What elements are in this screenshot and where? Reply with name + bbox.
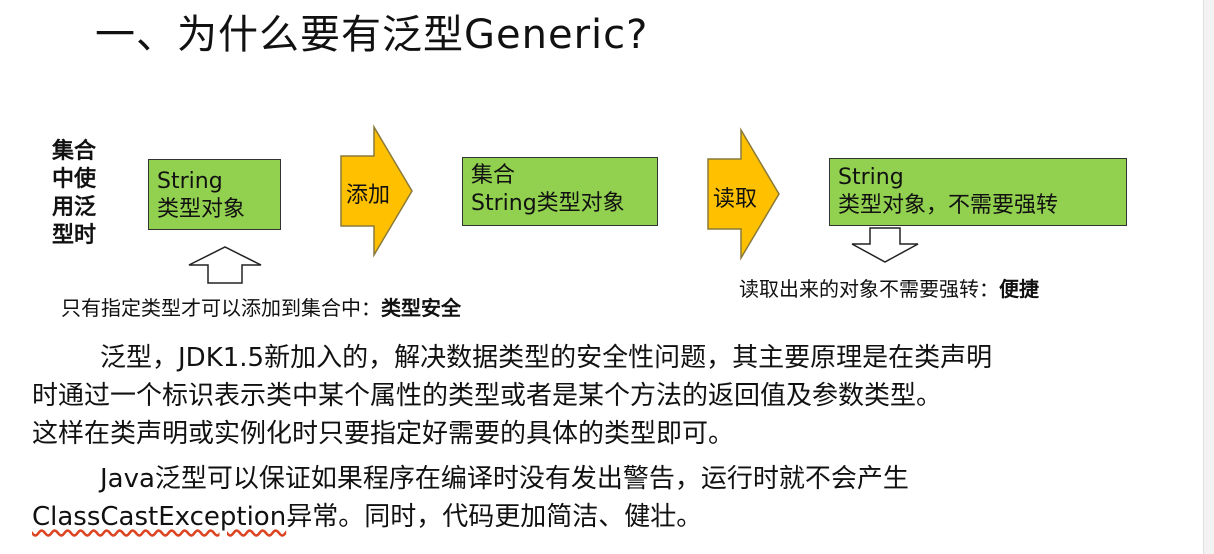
box-line: 类型对象 xyxy=(157,197,246,222)
add-arrow-shape xyxy=(340,124,413,258)
string-object-box: String 类型对象 xyxy=(148,159,281,230)
box-line: String xyxy=(838,165,904,190)
side-label-line: 中使 xyxy=(52,167,97,192)
string-no-cast-box: String 类型对象，不需要强转 xyxy=(829,158,1127,226)
type-safety-keyword: 类型安全 xyxy=(381,296,461,320)
add-arrow-label: 添加 xyxy=(346,183,391,208)
box-line: 集合 xyxy=(471,163,516,188)
class-cast-exception-term: ClassCastException xyxy=(32,502,287,532)
side-label-line: 型时 xyxy=(52,223,97,248)
paragraph-line: ClassCastException异常。同时，代码更加简洁、健壮。 xyxy=(32,498,909,536)
paragraph-text: 异常。同时，代码更加简洁、健壮。 xyxy=(286,502,703,532)
generics-description-paragraph: 泛型，JDK1.5新加入的，解决数据类型的安全性问题，其主要原理是在类声明 时通… xyxy=(32,339,992,453)
convenience-keyword: 便捷 xyxy=(999,277,1039,301)
type-safety-text: 只有指定类型才可以添加到集合中： xyxy=(61,296,381,320)
read-arrow-shape xyxy=(707,127,780,261)
slide-title: 一、为什么要有泛型Generic? xyxy=(95,12,649,58)
box-line: String类型对象 xyxy=(471,191,625,216)
side-label-line: 集合 xyxy=(52,139,97,164)
box-line: String xyxy=(157,169,223,194)
type-safety-note: 只有指定类型才可以添加到集合中：类型安全 xyxy=(61,292,461,321)
java-generics-paragraph: Java泛型可以保证如果程序在编译时没有发出警告，运行时就不会产生 ClassC… xyxy=(32,460,909,536)
up-arrow-icon xyxy=(188,246,262,284)
collection-string-box: 集合 String类型对象 xyxy=(462,157,658,226)
paragraph-line: 时通过一个标识表示类中某个属性的类型或者是某个方法的返回值及参数类型。 xyxy=(32,381,943,411)
side-label: 集合 中使 用泛 型时 xyxy=(52,138,112,250)
paragraph-line: Java泛型可以保证如果程序在编译时没有发出警告，运行时就不会产生 xyxy=(100,464,909,494)
convenience-text: 读取出来的对象不需要强转： xyxy=(739,277,999,301)
paragraph-line: 这样在类声明或实例化时只要指定好需要的具体的类型即可。 xyxy=(32,419,735,449)
paragraph-line: 泛型，JDK1.5新加入的，解决数据类型的安全性问题，其主要原理是在类声明 xyxy=(100,343,993,373)
box-line: 类型对象，不需要强转 xyxy=(838,193,1059,218)
vertical-scrollbar[interactable] xyxy=(1203,0,1214,554)
down-arrow-icon xyxy=(851,227,919,263)
convenience-note: 读取出来的对象不需要强转：便捷 xyxy=(739,273,1039,302)
read-arrow-label: 读取 xyxy=(713,187,758,212)
side-label-line: 用泛 xyxy=(52,195,97,220)
